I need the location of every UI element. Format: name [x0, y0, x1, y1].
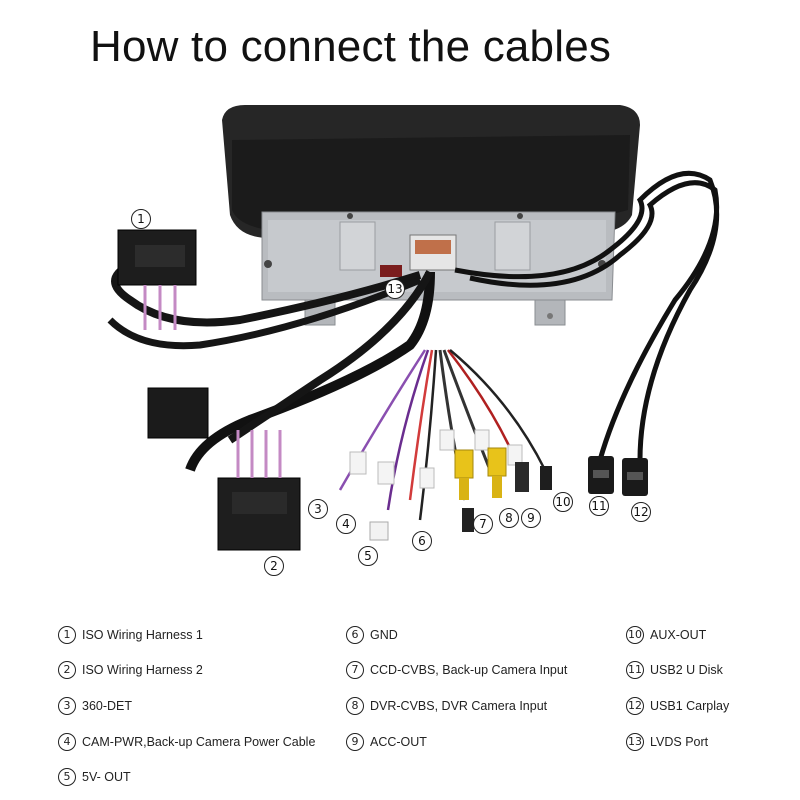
- legend-item: 2 ISO Wiring Harness 2: [58, 661, 203, 679]
- callout-13: 13: [385, 279, 405, 299]
- legend-label: ACC-OUT: [370, 735, 427, 749]
- legend-number: 6: [346, 626, 364, 644]
- callout-12: 12: [631, 502, 651, 522]
- legend-number: 2: [58, 661, 76, 679]
- legend-number: 5: [58, 768, 76, 786]
- legend-label: CAM-PWR,Back-up Camera Power Cable: [82, 735, 316, 749]
- legend-label: USB1 Carplay: [650, 699, 730, 713]
- legend-item: 12 USB1 Carplay: [626, 697, 729, 715]
- callout-11: 11: [589, 496, 609, 516]
- callout-8: 8: [499, 508, 519, 528]
- legend-label: DVR-CVBS, DVR Camera Input: [370, 699, 548, 713]
- legend-number: 1: [58, 626, 76, 644]
- legend-label: AUX-OUT: [650, 628, 707, 642]
- legend-label: GND: [370, 628, 398, 642]
- legend-item: 7 CCD-CVBS, Back-up Camera Input: [346, 661, 567, 679]
- page-title: How to connect the cables: [90, 22, 612, 71]
- legend-number: 10: [626, 626, 644, 644]
- head-unit-cable-illustration: [107, 105, 720, 551]
- legend-label: LVDS Port: [650, 735, 709, 749]
- callout-2: 2: [264, 556, 284, 576]
- legend-number: 11: [626, 661, 644, 679]
- legend-number: 7: [346, 661, 364, 679]
- legend-item: 1 ISO Wiring Harness 1: [58, 626, 203, 644]
- legend-label: ISO Wiring Harness 1: [82, 628, 203, 642]
- callout-9: 9: [521, 508, 541, 528]
- callout-6: 6: [412, 531, 432, 551]
- legend-label: CCD-CVBS, Back-up Camera Input: [370, 663, 568, 677]
- legend-item: 8 DVR-CVBS, DVR Camera Input: [346, 697, 547, 715]
- legend-label: USB2 U Disk: [650, 663, 723, 677]
- callout-4: 4: [336, 514, 356, 534]
- callout-1: 1: [131, 209, 151, 229]
- legend-item: 6 GND: [346, 626, 398, 644]
- legend-label: 360-DET: [82, 699, 133, 713]
- legend-number: 12: [626, 697, 644, 715]
- legend-item: 10 AUX-OUT: [626, 626, 706, 644]
- legend-label: ISO Wiring Harness 2: [82, 663, 203, 677]
- legend-item: 5 5V- OUT: [58, 768, 131, 786]
- legend-number: 3: [58, 697, 76, 715]
- legend-number: 4: [58, 733, 76, 751]
- legend-item: 4 CAM-PWR,Back-up Camera Power Cable: [58, 733, 315, 751]
- legend-number: 8: [346, 697, 364, 715]
- callout-10: 10: [553, 492, 573, 512]
- legend-item: 11 USB2 U Disk: [626, 661, 723, 679]
- legend-item: 13 LVDS Port: [626, 733, 708, 751]
- callout-7: 7: [473, 514, 493, 534]
- callout-3: 3: [308, 499, 328, 519]
- legend-number: 13: [626, 733, 644, 751]
- legend-number: 9: [346, 733, 364, 751]
- callout-5: 5: [358, 546, 378, 566]
- legend-label: 5V- OUT: [82, 770, 131, 784]
- legend-item: 3 360-DET: [58, 697, 132, 715]
- legend-item: 9 ACC-OUT: [346, 733, 427, 751]
